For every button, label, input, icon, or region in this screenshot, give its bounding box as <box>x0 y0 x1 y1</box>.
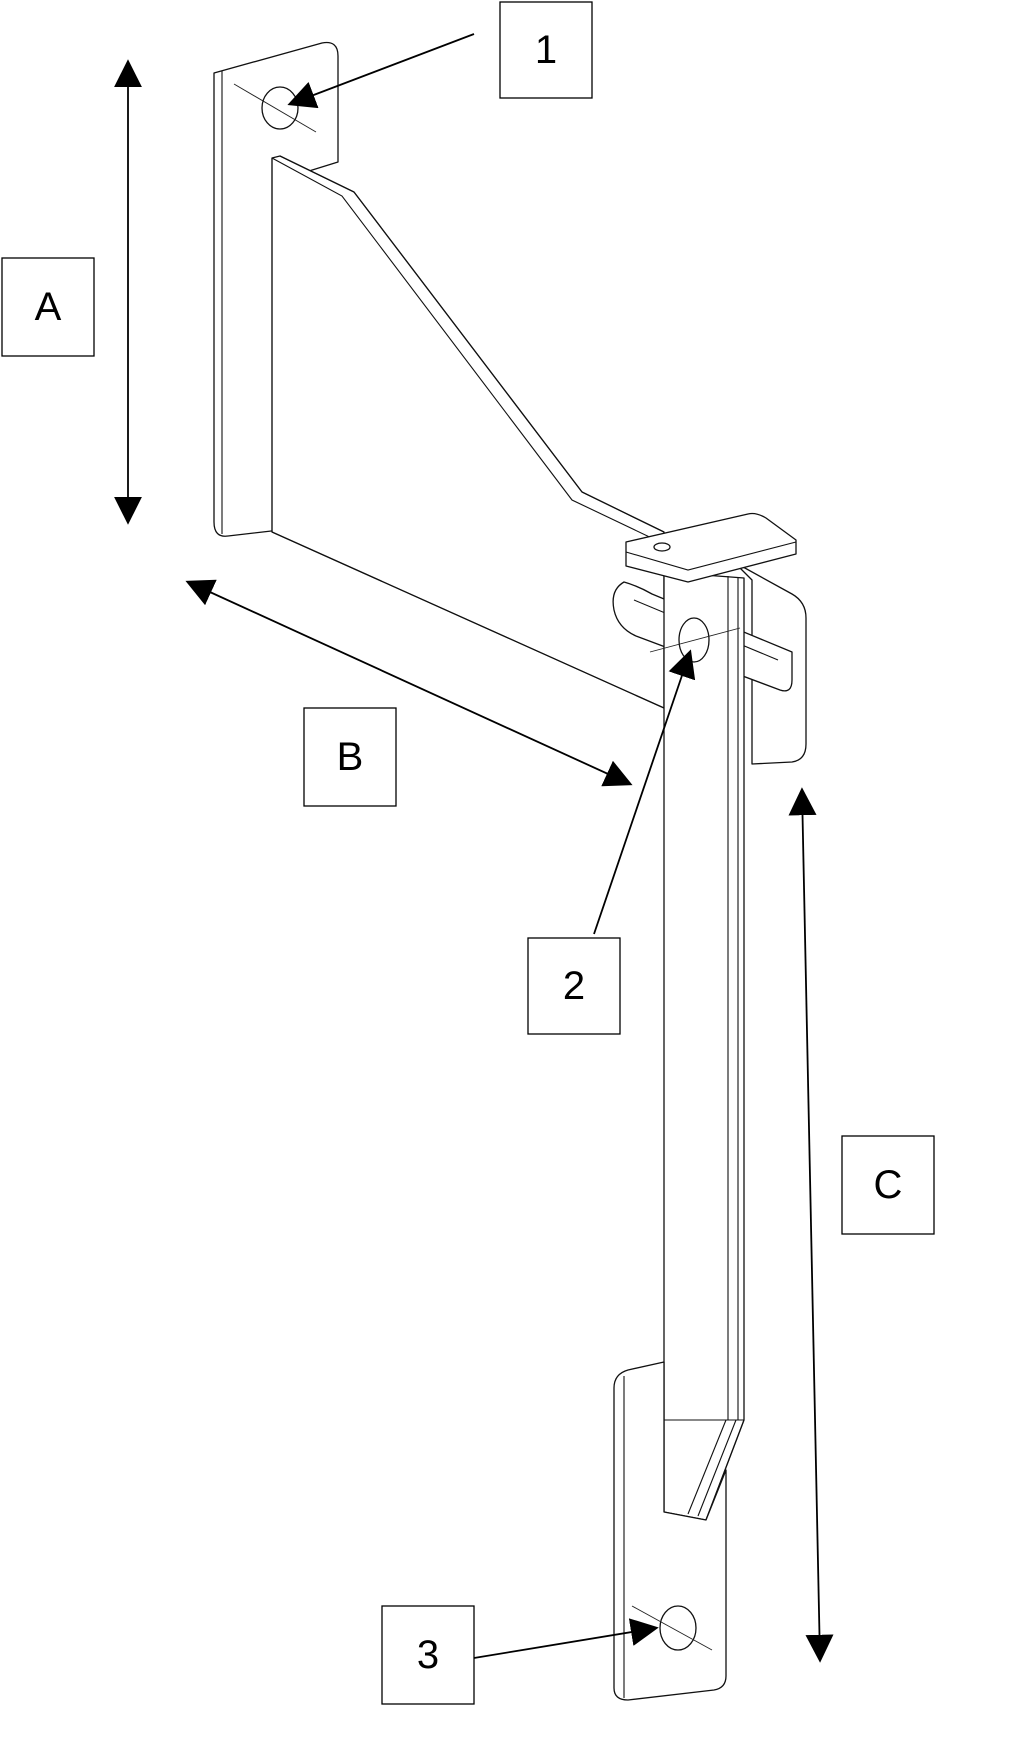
dimension-b-text: B <box>337 735 364 779</box>
bottom-mounting-plate <box>613 1361 727 1701</box>
callout-3-text: 3 <box>417 1633 439 1677</box>
callout-2-leader <box>593 649 696 935</box>
callout-1-leader <box>287 33 475 109</box>
callout-1: 1 <box>499 1 593 99</box>
mounting-hole-3 <box>631 1605 713 1651</box>
callout-3: 3 <box>381 1605 475 1705</box>
callout-2: 2 <box>527 937 621 1035</box>
callout-3-leader <box>473 1618 659 1659</box>
dimension-a-text: A <box>35 285 62 329</box>
dimension-b-label: B <box>303 707 397 807</box>
dimension-a-label: A <box>1 257 95 357</box>
top-cap-plate <box>625 512 797 583</box>
dimension-b-arrow <box>185 579 633 787</box>
callout-1-text: 1 <box>535 28 557 72</box>
dimension-c-arrow <box>788 787 834 1663</box>
dimension-c-text: C <box>874 1163 903 1207</box>
dimension-c-label: C <box>841 1135 935 1235</box>
triangular-gusset <box>271 155 665 709</box>
callout-2-text: 2 <box>563 964 585 1008</box>
